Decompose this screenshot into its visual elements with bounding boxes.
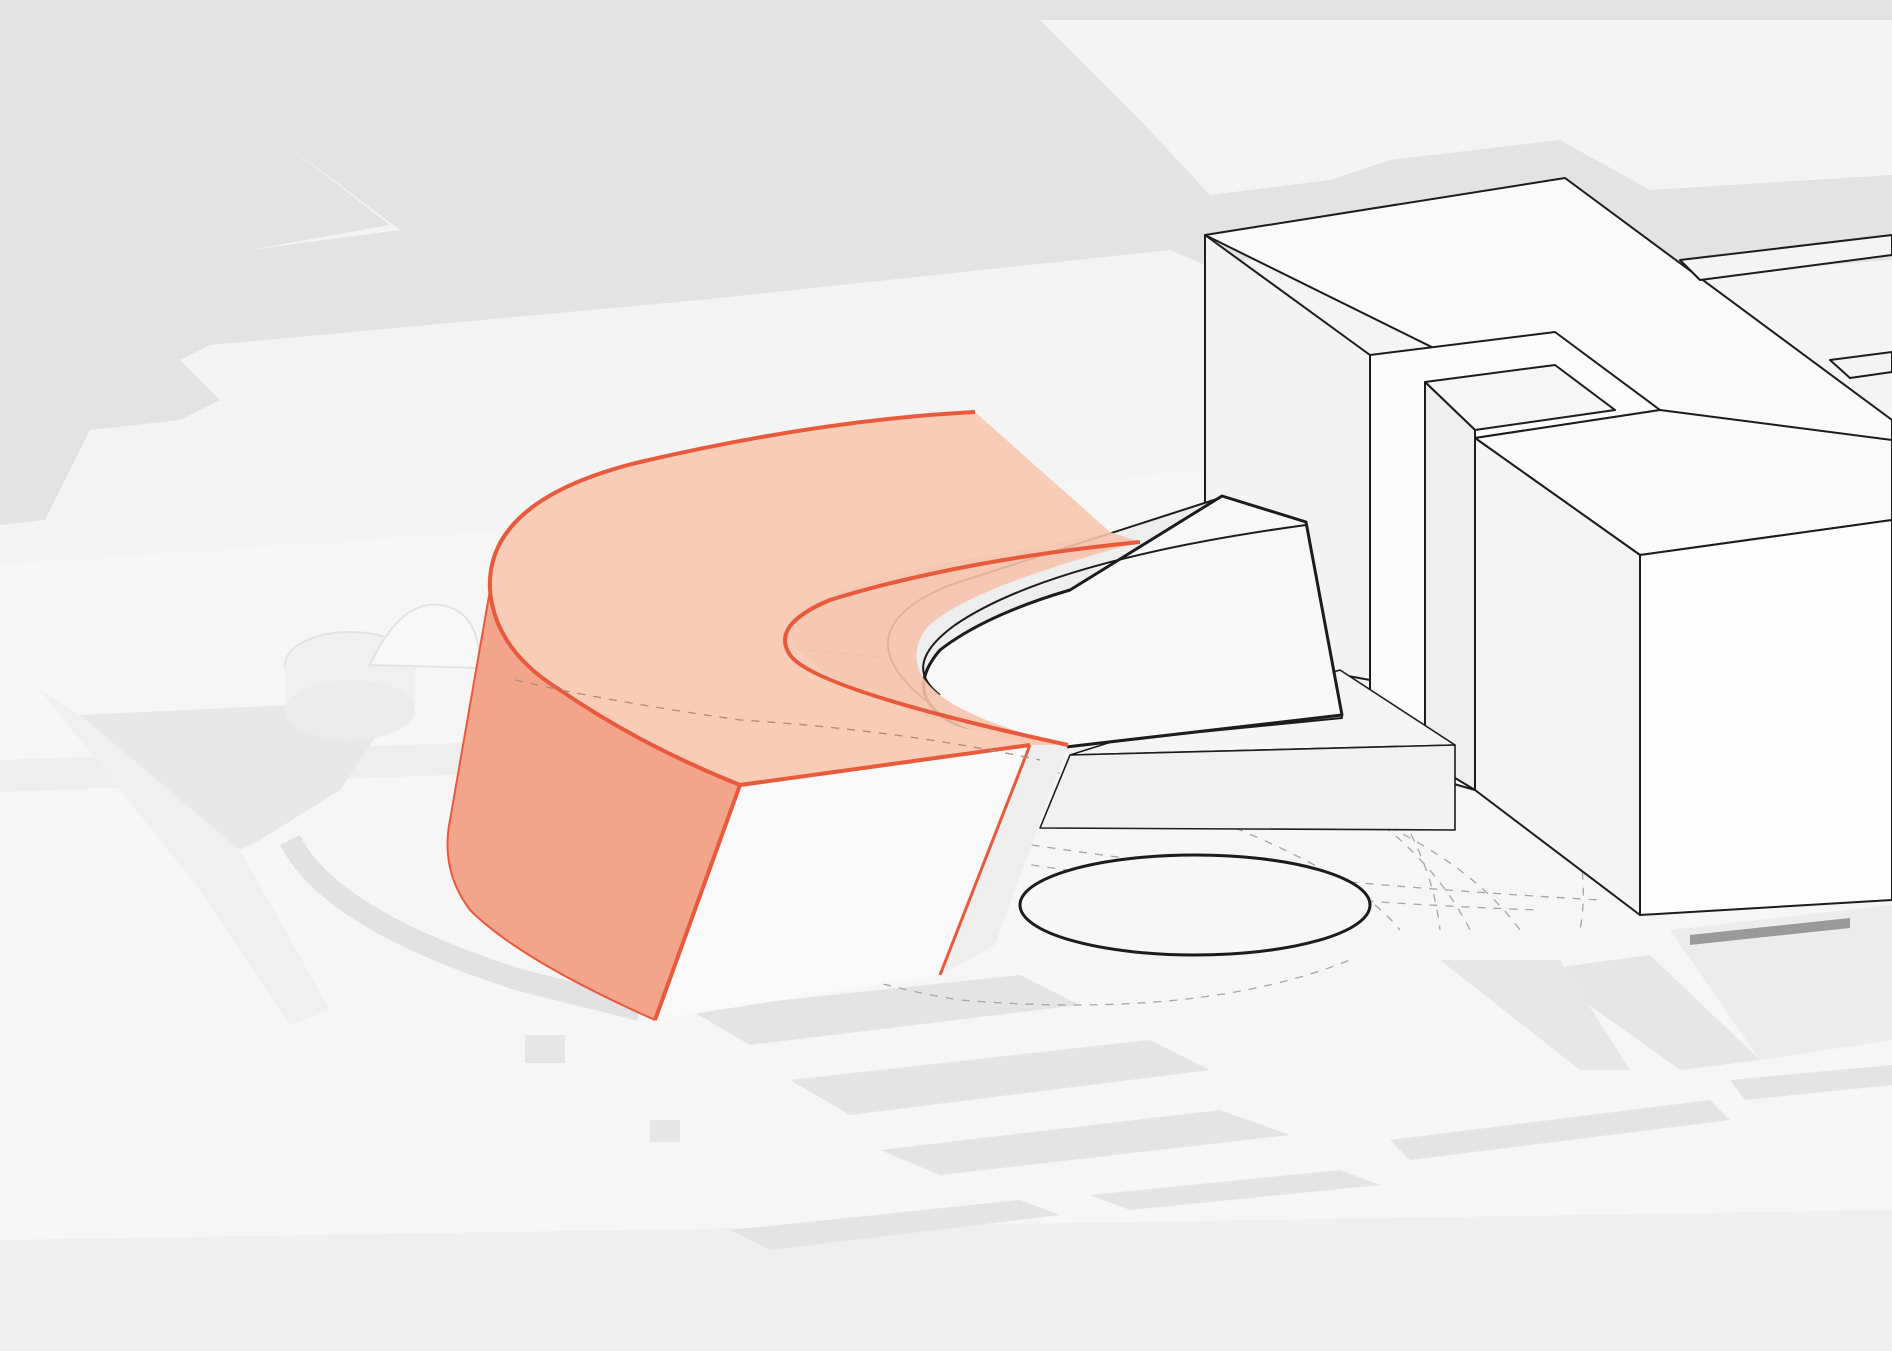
- dome-drum-bottom: [285, 680, 415, 740]
- context-block: [0, 360, 220, 525]
- kiosk: [525, 1035, 565, 1063]
- plaza-oval: [1020, 855, 1370, 955]
- tower-roof-stripe: [1830, 352, 1892, 378]
- tower-notch-wall: [1425, 382, 1475, 790]
- tower-right-side: [1640, 520, 1892, 915]
- kiosk: [650, 1120, 680, 1142]
- podium-front: [1040, 745, 1455, 830]
